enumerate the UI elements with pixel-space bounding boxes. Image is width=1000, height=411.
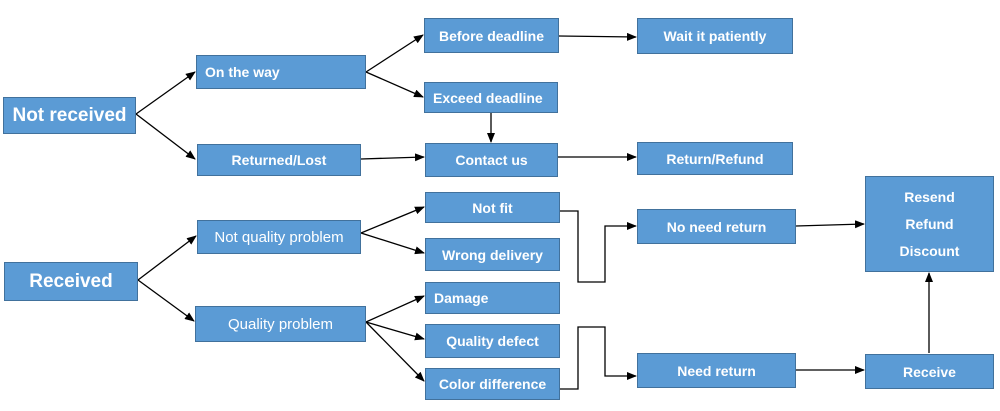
node-received: Received bbox=[4, 262, 138, 301]
node-not-fit: Not fit bbox=[425, 192, 560, 223]
node-on-the-way: On the way bbox=[196, 55, 366, 89]
node-damage: Damage bbox=[425, 282, 560, 314]
node-return-refund: Return/Refund bbox=[637, 142, 793, 175]
node-returned-lost: Returned/Lost bbox=[197, 144, 361, 176]
arrow-returned-lost-to-contact-us bbox=[360, 153, 425, 162]
arrow-on-the-way-to-exceed-deadline bbox=[365, 71, 424, 98]
arrow-no-need-return-to-outcomes bbox=[795, 220, 865, 229]
node-before-deadline: Before deadline bbox=[424, 18, 559, 53]
node-receive: Receive bbox=[865, 354, 994, 389]
arrow-before-deadline-to-wait bbox=[558, 32, 637, 41]
arrow-quality-to-damage bbox=[365, 295, 425, 323]
arrow-not-quality-to-wrong-delivery bbox=[360, 232, 425, 255]
connector-quality-to-need-return bbox=[560, 326, 637, 390]
node-exceed-deadline: Exceed deadline bbox=[424, 82, 558, 113]
arrow-received-to-quality-problem bbox=[137, 279, 195, 322]
node-not-quality-problem: Not quality problem bbox=[197, 220, 361, 254]
connector-not-fit-to-no-need-return bbox=[560, 210, 637, 283]
arrow-received-to-not-quality-problem bbox=[137, 235, 197, 281]
node-quality-defect: Quality defect bbox=[425, 324, 560, 358]
node-outcomes: Resend Refund Discount bbox=[865, 176, 994, 272]
outcome-discount: Discount bbox=[899, 243, 960, 260]
node-wait-patiently: Wait it patiently bbox=[637, 18, 793, 54]
node-wrong-delivery: Wrong delivery bbox=[425, 238, 560, 271]
arrow-not-received-to-on-the-way bbox=[135, 71, 196, 115]
outcome-refund: Refund bbox=[905, 215, 954, 232]
arrow-not-received-to-returned-lost bbox=[135, 113, 196, 160]
outcome-resend: Resend bbox=[904, 188, 955, 205]
node-need-return: Need return bbox=[637, 353, 796, 388]
node-not-received: Not received bbox=[3, 97, 136, 134]
node-no-need-return: No need return bbox=[637, 209, 796, 244]
arrow-not-quality-to-not-fit bbox=[360, 206, 425, 234]
node-quality-problem: Quality problem bbox=[195, 306, 366, 342]
arrow-quality-to-quality-defect bbox=[365, 321, 425, 341]
node-color-difference: Color difference bbox=[425, 368, 560, 400]
node-contact-us: Contact us bbox=[425, 143, 558, 177]
arrow-on-the-way-to-before-deadline bbox=[365, 34, 424, 73]
arrow-quality-to-color-difference bbox=[365, 321, 425, 382]
